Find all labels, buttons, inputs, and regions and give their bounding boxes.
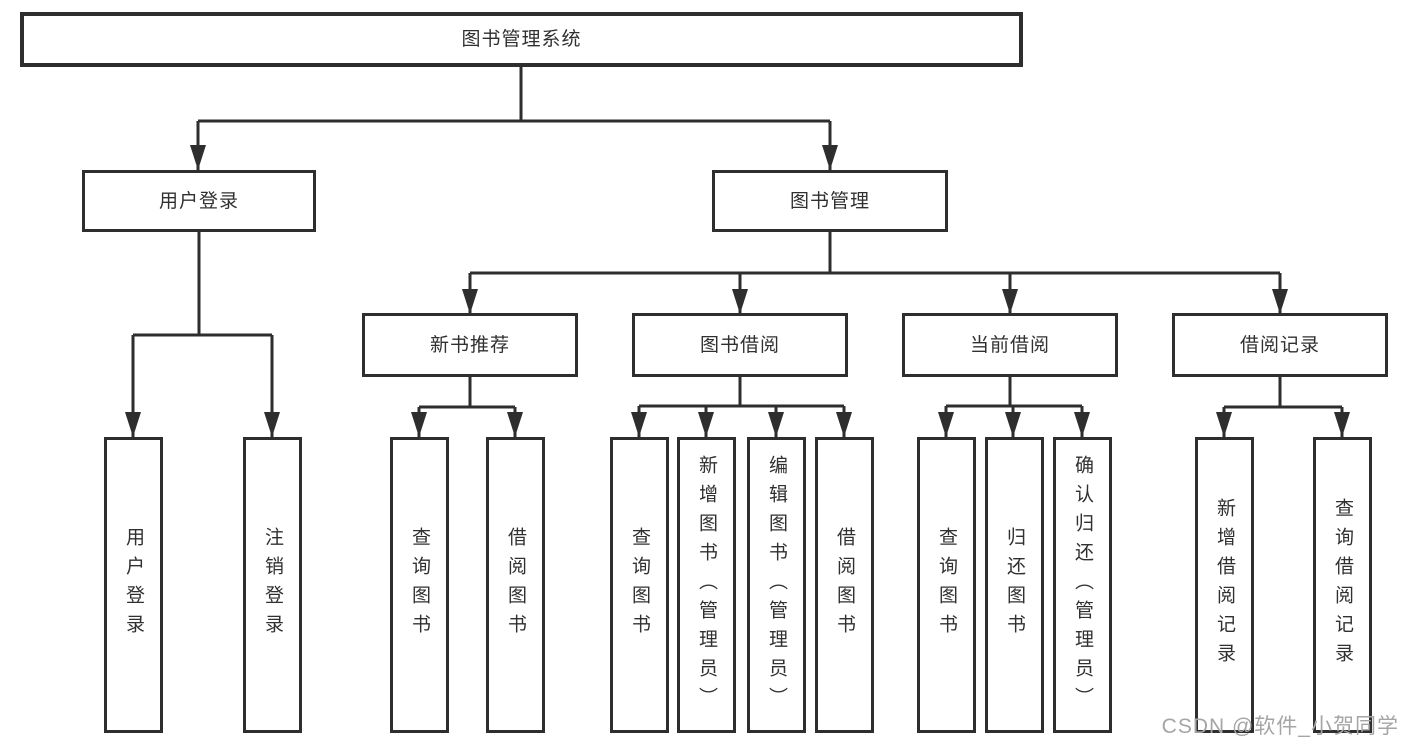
node-label: 新书推荐	[429, 334, 510, 356]
leaf-add-borrow-record: 新增借阅记录	[1195, 437, 1254, 733]
node-label: 当前借阅	[969, 334, 1050, 356]
node-new-book-recommend: 新书推荐	[362, 313, 578, 377]
leaf-return-books: 归还图书	[985, 437, 1044, 733]
node-label: 归还图书	[1004, 527, 1025, 643]
node-label: 图书管理	[789, 190, 870, 212]
node-borrowing-records: 借阅记录	[1172, 313, 1388, 377]
leaf-confirm-return-admin: 确认归还（管理员）	[1053, 437, 1112, 733]
node-label: 图书管理系统	[461, 29, 582, 50]
node-label: 查询图书	[936, 527, 957, 643]
leaf-query-borrow-record: 查询借阅记录	[1313, 437, 1372, 733]
leaf-logout: 注销登录	[243, 437, 302, 733]
node-book-management-system: 图书管理系统	[20, 12, 1023, 67]
leaf-query-books-borrowing: 查询图书	[610, 437, 669, 733]
leaf-edit-books-admin: 编辑图书（管理员）	[747, 437, 806, 733]
node-label: 用户登录	[123, 527, 144, 643]
csdn-watermark: CSDN @软件_小贺同学	[1161, 715, 1399, 738]
node-label: 借阅记录	[1239, 334, 1320, 356]
node-label: 确认归还（管理员）	[1072, 454, 1093, 716]
leaf-query-books-recommend: 查询图书	[390, 437, 449, 733]
leaf-query-books-current: 查询图书	[917, 437, 976, 733]
node-label: 新增图书（管理员）	[696, 454, 717, 716]
node-label: 借阅图书	[834, 527, 855, 643]
leaf-user-login: 用户登录	[104, 437, 163, 733]
node-label: 新增借阅记录	[1214, 498, 1235, 672]
node-book-management: 图书管理	[712, 170, 948, 232]
leaf-borrow-books-recommend: 借阅图书	[486, 437, 545, 733]
leaf-borrow-books-borrowing: 借阅图书	[815, 437, 874, 733]
node-label: 借阅图书	[505, 527, 526, 643]
node-label: 编辑图书（管理员）	[766, 454, 787, 716]
node-label: 查询图书	[629, 527, 650, 643]
node-label: 查询图书	[409, 527, 430, 643]
node-user-login: 用户登录	[82, 170, 316, 232]
node-label: 图书借阅	[699, 334, 780, 356]
node-label: 查询借阅记录	[1332, 498, 1353, 672]
node-current-borrowing: 当前借阅	[902, 313, 1118, 377]
node-book-borrowing: 图书借阅	[632, 313, 848, 377]
node-label: 注销登录	[262, 527, 283, 643]
leaf-add-books-admin: 新增图书（管理员）	[677, 437, 736, 733]
node-label: 用户登录	[158, 190, 239, 212]
